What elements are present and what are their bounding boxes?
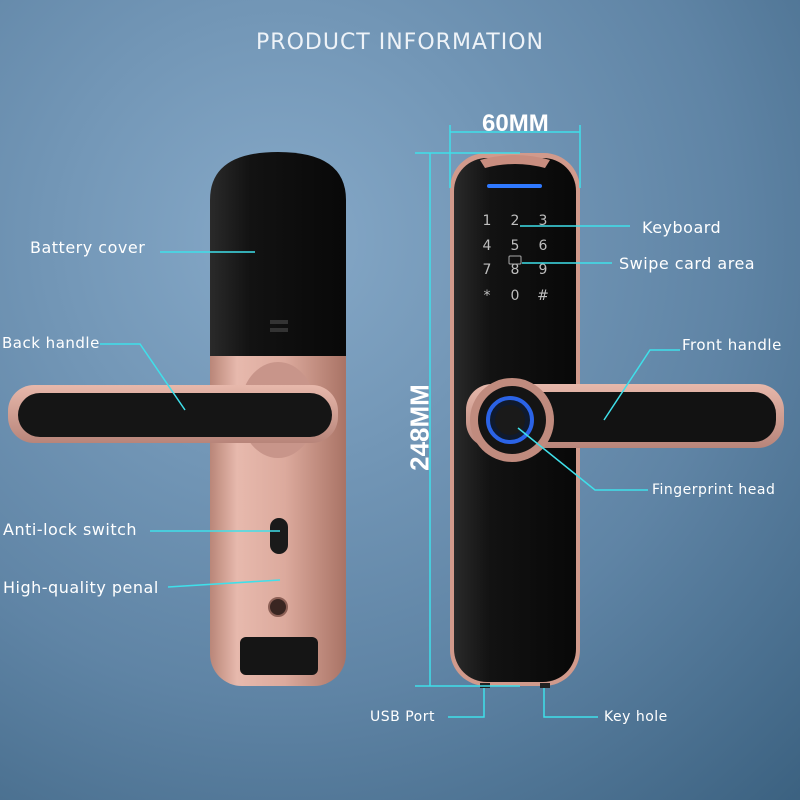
keypad-key: 5 (511, 238, 520, 254)
keypad-key: # (537, 288, 549, 304)
swipe-card-area-label: Swipe card area (619, 254, 756, 273)
high-quality-panel-label: High-quality penal (3, 578, 159, 597)
front-handle-label: Front handle (682, 336, 782, 354)
battery-cover-label: Battery cover (30, 238, 146, 257)
width-dimension-label: 60MM (482, 110, 549, 137)
keypad-key: 8 (511, 262, 520, 278)
keypad-key: 2 (511, 213, 520, 229)
keypad-key: 6 (539, 238, 548, 254)
usb-port-label: USB Port (370, 709, 435, 725)
battery-cover-part (210, 152, 346, 356)
height-dimension-label: 248MM (404, 384, 435, 471)
keyboard-label: Keyboard (642, 218, 722, 237)
leader-lines (100, 225, 680, 718)
keypad-key: 7 (483, 262, 492, 278)
keypad-key: 1 (483, 213, 492, 229)
keypad-key: * (484, 288, 491, 304)
page-title: PRODUCT INFORMATION (256, 30, 544, 55)
back-keyhole-part (268, 597, 288, 617)
back-handle-label: Back handle (2, 334, 100, 352)
anti-lock-switch-part (270, 518, 288, 554)
keypad-key: 9 (539, 262, 548, 278)
card-icon (508, 255, 522, 265)
key-hole-part (540, 683, 550, 688)
key-hole-label: Key hole (604, 709, 668, 725)
anti-lock-switch-label: Anti-lock switch (3, 520, 138, 539)
keypad-key: 4 (483, 238, 492, 254)
back-lock (8, 152, 346, 686)
fingerprint-head-label: Fingerprint head (652, 482, 776, 498)
keypad-key: 3 (539, 213, 548, 229)
keypad: 1 2 3 4 5 6 7 8 9 * 0 # (483, 213, 549, 304)
indicator-light (487, 184, 542, 188)
back-bottom-plate (240, 637, 318, 675)
front-lock: 1 2 3 4 5 6 7 8 9 * 0 # (450, 153, 784, 688)
dimension-lines (415, 125, 581, 687)
keypad-key: 0 (511, 288, 520, 304)
